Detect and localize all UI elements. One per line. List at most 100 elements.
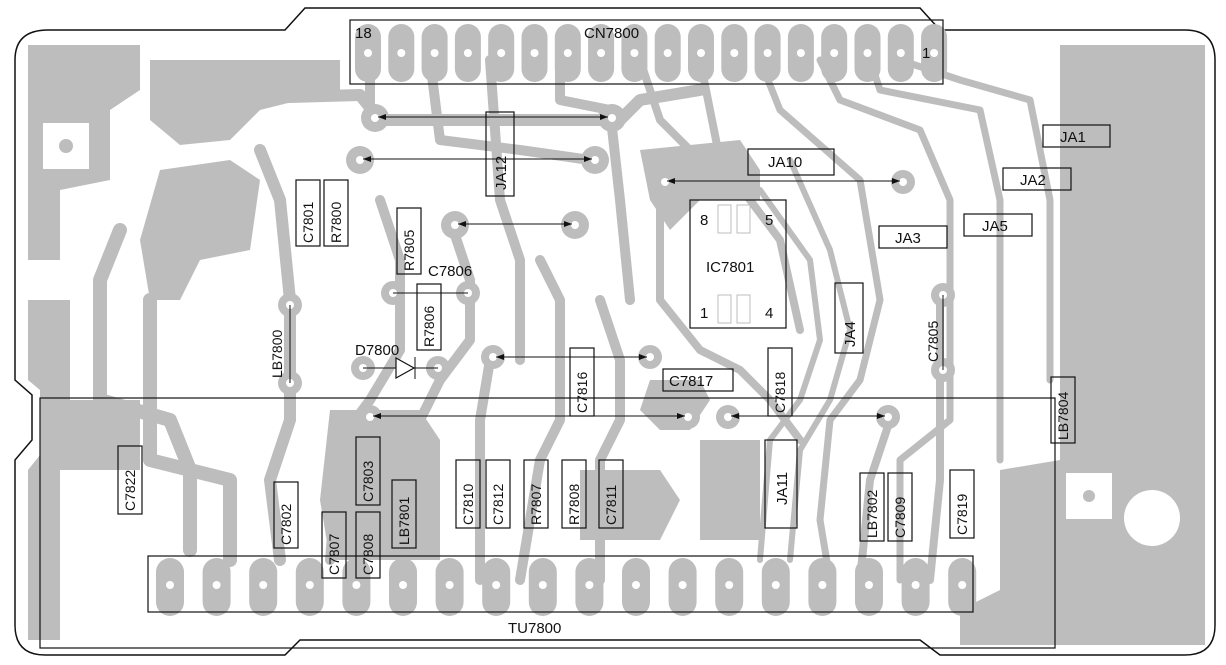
box-lb7804 xyxy=(1050,376,1076,444)
label-c7806: C7806 xyxy=(428,263,472,280)
via-hole xyxy=(451,221,459,229)
label-c7809: C7809 xyxy=(892,497,908,538)
box-ja4 xyxy=(834,282,864,354)
via-hole xyxy=(591,156,599,164)
box-c7819 xyxy=(949,469,975,539)
connector-pad-hole xyxy=(865,581,873,589)
arrow-head xyxy=(731,413,739,419)
connector-pad-hole xyxy=(771,581,780,589)
box-c7816 xyxy=(569,347,595,417)
ic7801-pad xyxy=(736,204,751,234)
arrow-head xyxy=(363,156,371,162)
vertical-labels: JA12 C7801 R7800 R7805 R7806 LB7800 C781… xyxy=(117,111,1076,579)
trace-mid-2 xyxy=(415,215,475,425)
connector-pad-hole xyxy=(818,581,827,589)
label-c7803: C7803 xyxy=(360,461,376,502)
trace-left-ring xyxy=(93,223,197,557)
trace-top-10 xyxy=(866,56,1004,464)
box-ja10 xyxy=(747,148,835,176)
mounting-holes xyxy=(41,121,1180,546)
label-c7807: C7807 xyxy=(326,534,342,575)
tu7800-pads xyxy=(156,558,977,616)
arrow-head xyxy=(564,221,572,227)
connector-pad-hole xyxy=(597,49,606,57)
box-c7809 xyxy=(887,472,913,542)
via-hole xyxy=(371,114,379,122)
ic7801-pad xyxy=(736,294,751,324)
box-c7817 xyxy=(662,368,734,392)
box-c7811 xyxy=(598,459,624,529)
arrow-head xyxy=(458,221,466,227)
via-hole xyxy=(899,178,907,186)
label-c7822: C7822 xyxy=(122,470,138,511)
via-hole xyxy=(646,353,654,361)
box-c7812 xyxy=(485,459,511,529)
label-c7812: C7812 xyxy=(490,484,506,525)
connector-pad-hole xyxy=(585,581,594,589)
box-c7807 xyxy=(321,511,347,579)
connector-pad-hole xyxy=(911,581,920,589)
connector-pad-hole xyxy=(445,581,454,589)
connector-pad-hole xyxy=(930,49,939,57)
via-hole xyxy=(571,221,579,229)
arrow-head xyxy=(373,413,381,419)
copper-left-lower xyxy=(28,300,140,640)
label-r7805: R7805 xyxy=(401,230,417,271)
box-ja3 xyxy=(878,225,948,249)
mounting-hole-left xyxy=(59,139,73,153)
label-lb7802: LB7802 xyxy=(864,490,880,538)
label-r7807: R7807 xyxy=(528,484,544,525)
ic7801-pad xyxy=(717,204,732,234)
arrow-head xyxy=(600,114,608,120)
label-c7801: C7801 xyxy=(300,202,316,243)
tu7800-outline xyxy=(147,555,974,613)
box-lb7802 xyxy=(859,472,885,542)
via-hole xyxy=(608,114,616,122)
box-c7818 xyxy=(767,347,793,417)
arrow-head xyxy=(584,156,592,162)
label-c7819: C7819 xyxy=(954,494,970,535)
label-lb7801: LB7801 xyxy=(396,497,412,545)
connector-pad-hole xyxy=(259,581,268,589)
box-c7801 xyxy=(295,179,321,247)
trace-top-8 xyxy=(756,56,884,584)
connector-pad-hole xyxy=(763,49,772,57)
box-c7808 xyxy=(355,511,381,579)
trace-top-3 xyxy=(425,55,595,165)
connector-pad-hole xyxy=(530,49,539,57)
label-ja12: JA12 xyxy=(493,156,510,190)
label-r7800: R7800 xyxy=(328,202,344,243)
label-r7808: R7808 xyxy=(566,484,582,525)
connector-pad-hole xyxy=(630,49,639,57)
trace-top-9 xyxy=(816,56,954,584)
label-c7810: C7810 xyxy=(460,484,476,525)
connector-pad-hole xyxy=(492,581,501,589)
trace-mid-3 xyxy=(515,255,565,585)
label-c7802: C7802 xyxy=(278,504,294,545)
connector-pad-hole xyxy=(397,49,406,57)
box-r7807 xyxy=(523,459,549,529)
trace-mid-4 xyxy=(595,295,625,585)
diode-triangle-icon xyxy=(395,356,416,380)
jumper-arrows xyxy=(289,114,944,419)
connector-pad-hole xyxy=(399,581,407,589)
box-c7802 xyxy=(273,481,299,549)
label-ja11: JA11 xyxy=(774,472,791,505)
label-ja5: JA5 xyxy=(982,218,1008,235)
ic7801-pad xyxy=(717,294,732,324)
trace-bundle-b xyxy=(757,187,823,563)
box-r7806 xyxy=(416,283,442,351)
via-hole xyxy=(684,413,692,421)
box-ja12 xyxy=(485,111,515,197)
label-c7808: C7808 xyxy=(360,534,376,575)
label-r7806: R7806 xyxy=(421,306,437,347)
box-lb7801 xyxy=(391,479,417,549)
arrow-head xyxy=(496,354,504,360)
connector-pad-hole xyxy=(796,49,805,57)
trace-top-4 xyxy=(485,55,525,365)
box-r7805 xyxy=(396,207,422,275)
box-c7810 xyxy=(455,459,481,529)
cn7800-pin-last: 1 xyxy=(922,45,930,62)
via-hole xyxy=(724,413,732,421)
cn7800-pin-first: 18 xyxy=(355,25,372,42)
